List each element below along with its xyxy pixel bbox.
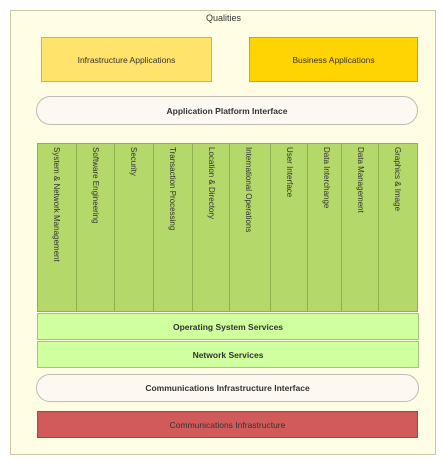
business-applications-box: Business Applications: [249, 37, 418, 82]
service-label: International Operations: [244, 147, 253, 233]
service-international-operations: International Operations: [229, 143, 271, 312]
service-security: Security: [114, 143, 154, 312]
service-software-engineering: Software Engineering: [76, 143, 115, 312]
operating-system-services: Operating System Services: [37, 313, 419, 340]
diagram-title: Qualities: [205, 13, 241, 23]
service-label: Graphics & Image: [393, 147, 402, 212]
service-label: Data Management: [356, 147, 365, 213]
service-graphics-image: Graphics & Image: [378, 143, 418, 312]
service-label: Location & Directory: [207, 147, 216, 220]
communications-infrastructure: Communications Infrastructure: [37, 411, 418, 438]
service-system-network-management: System & Network Management: [37, 143, 77, 312]
service-location-directory: Location & Directory: [192, 143, 230, 312]
service-label: Software Engineering: [91, 147, 100, 224]
service-label: User Interface: [285, 147, 294, 198]
service-label: Transaction Processing: [168, 147, 177, 231]
service-transaction-processing: Transaction Processing: [153, 143, 193, 312]
service-data-management: Data Management: [341, 143, 379, 312]
infrastructure-applications-box: Infrastructure Applications: [41, 37, 212, 82]
service-data-interchange: Data Interchange: [307, 143, 342, 312]
service-label: Security: [129, 147, 138, 176]
service-label: System & Network Management: [52, 147, 61, 262]
service-user-interface: User Interface: [270, 143, 308, 312]
network-services: Network Services: [37, 341, 419, 368]
application-platform-interface: Application Platform Interface: [36, 96, 418, 125]
communications-infrastructure-interface: Communications Infrastructure Interface: [36, 374, 419, 402]
service-label: Data Interchange: [322, 147, 331, 209]
services-area: System & Network Management Software Eng…: [37, 143, 418, 312]
